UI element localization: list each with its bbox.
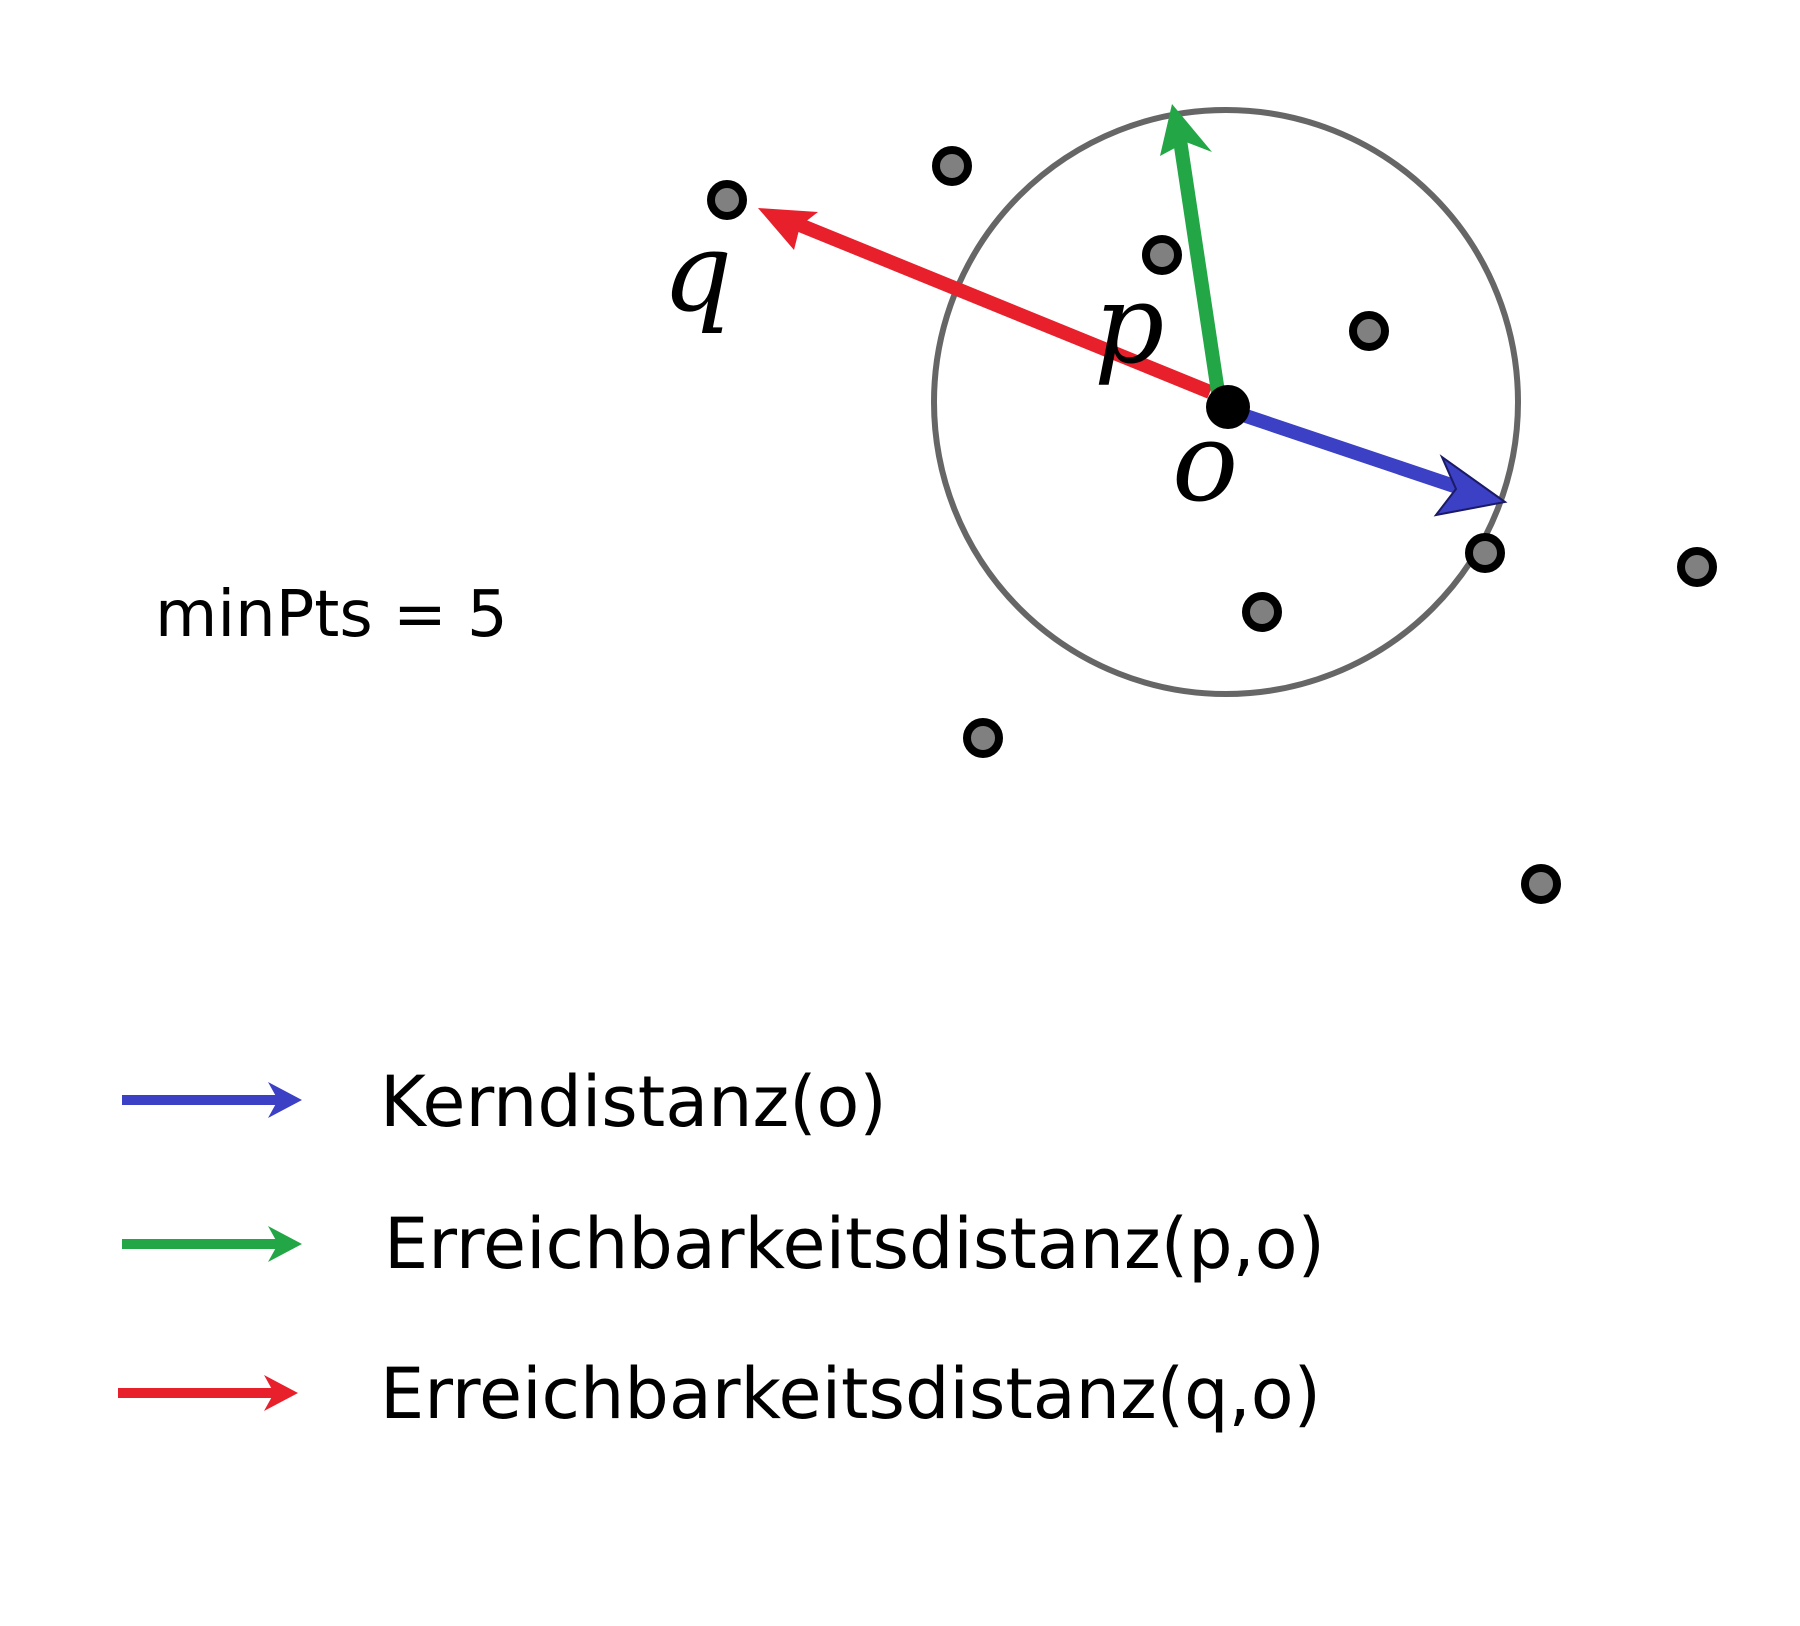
- data-point-q: [707, 180, 747, 220]
- data-point: [963, 718, 1003, 758]
- legend-label-core-distance: Kerndistanz(o): [380, 1061, 887, 1143]
- data-point-p: [1142, 235, 1182, 275]
- data-point: [1677, 547, 1717, 587]
- legend-label-reachability-q: Erreichbarkeitsdistanz(q,o): [380, 1353, 1321, 1435]
- data-point: [1349, 311, 1389, 351]
- label-p: p: [1094, 260, 1164, 388]
- min-pts-label: minPts = 5: [155, 578, 508, 652]
- label-q: q: [662, 208, 732, 336]
- data-point: [1521, 864, 1561, 904]
- data-point: [1242, 592, 1282, 632]
- reachability-distance-p-arrow: [1160, 104, 1225, 394]
- core-neighborhood-circle: [931, 107, 1521, 697]
- legend-item-reachability-q: Erreichbarkeitsdistanz(q,o): [118, 1353, 1321, 1435]
- label-o: o: [1172, 398, 1238, 526]
- reachability-distance-q-arrow: [758, 208, 1213, 399]
- legend-item-reachability-p: Erreichbarkeitsdistanz(p,o): [122, 1203, 1325, 1285]
- core-distance-arrow: [1243, 409, 1508, 517]
- core-point-o: [1206, 385, 1250, 429]
- legend-label-reachability-p: Erreichbarkeitsdistanz(p,o): [384, 1203, 1325, 1285]
- data-point: [1465, 533, 1505, 573]
- legend: Kerndistanz(o) Erreichbarkeitsdistanz(p,…: [118, 1061, 1325, 1435]
- data-point: [932, 146, 972, 186]
- legend-item-core-distance: Kerndistanz(o): [122, 1061, 887, 1143]
